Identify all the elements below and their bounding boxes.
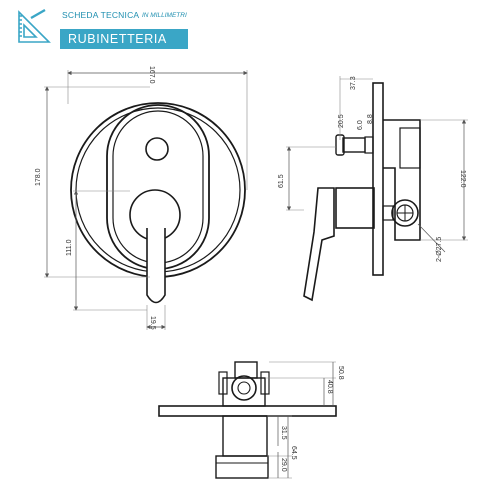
dim-front-height: 178.0 (35, 168, 42, 186)
top-plate (158, 405, 337, 417)
top-left-fitting (218, 371, 228, 395)
port-nut (382, 205, 394, 221)
dim-top-a: 50.8 (337, 366, 344, 380)
sheet-title: SCHEDA TECNICA (62, 10, 140, 20)
top-view: 50.8 40.8 31.5 64.5 29.0 (158, 361, 344, 479)
dim-side-top-d: 8.8 (367, 114, 374, 124)
top-right-fitting (260, 371, 270, 395)
rear-insert (399, 127, 421, 169)
dim-top-c: 31.5 (280, 426, 287, 440)
dim-handle-axis: 111.0 (66, 239, 73, 256)
dim-handle-width: 19.5 (149, 316, 156, 330)
dim-side-body: 122.0 (459, 170, 466, 188)
dim-side-top-a: 37.3 (350, 76, 357, 90)
dim-top-d: 64.5 (290, 446, 297, 460)
connection-port (391, 199, 419, 227)
dim-top-b: 40.8 (326, 380, 333, 394)
body-block (335, 187, 375, 229)
wall-plate (372, 82, 384, 276)
category-label: RUBINETTERIA (68, 32, 167, 46)
dim-side-top-c: 6.0 (357, 120, 364, 130)
front-view: 167.0 178.0 111.0 19.5 (35, 66, 248, 330)
dim-side-top-b: 20.5 (338, 114, 345, 128)
lever-handle (146, 228, 166, 304)
diverter-stem (342, 137, 366, 153)
dim-top-e: 29.0 (280, 458, 287, 472)
category-banner: RUBINETTERIA (60, 29, 188, 49)
top-knob (215, 455, 269, 479)
dim-side-connection: 2-Ø27.5 (436, 237, 443, 262)
side-lever (303, 187, 335, 302)
diverter-ring (364, 136, 374, 154)
side-view: 37.3 20.5 6.0 8.8 61.5 122.0 2-Ø27.5 (278, 76, 468, 302)
dim-side-spout: 61.5 (278, 174, 285, 188)
top-port (231, 375, 257, 401)
top-cap (234, 361, 258, 379)
diverter-knob (145, 137, 169, 161)
dim-front-width: 167.0 (148, 66, 155, 84)
rear-body (383, 119, 421, 241)
top-stem (222, 415, 268, 457)
drafting-logo-icon (18, 8, 51, 43)
units-note: IN MILLIMETRI (142, 12, 187, 19)
